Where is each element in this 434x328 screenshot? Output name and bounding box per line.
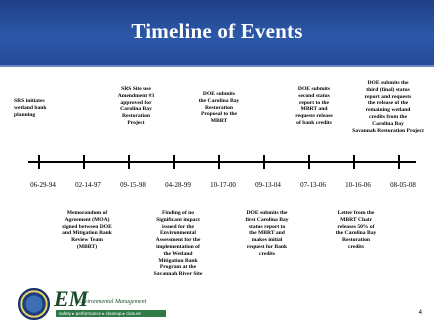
event-below-1997: Memorandum of Agreement (MOA) signed bet…	[62, 210, 112, 250]
timeline-tick	[353, 155, 355, 169]
doe-seal-icon	[18, 288, 50, 320]
date-label: 04-28-99	[165, 181, 191, 189]
event-above-2008: DOE submits the third (final) status rep…	[352, 80, 424, 134]
em-tagline: safety ▸ performance ▸ cleanup ▸ closure	[56, 310, 166, 317]
timeline-tick	[173, 155, 175, 169]
date-label: 02-14-97	[75, 181, 101, 189]
timeline-tick	[263, 155, 265, 169]
title-band	[0, 0, 434, 67]
event-below-2004: DOE submits the first Carolina Bay statu…	[245, 210, 289, 257]
date-label: 10-16-06	[345, 181, 371, 189]
date-label: 08-05-08	[390, 181, 416, 189]
event-above-2000: DOE submits the Carolina Bay Restoration…	[198, 91, 240, 125]
date-label: 07-13-06	[300, 181, 326, 189]
timeline-tick	[398, 155, 400, 169]
event-above-1994: SRS initiates wetland bank planning	[14, 98, 47, 118]
date-label: 06-29-94	[30, 181, 56, 189]
em-logo: EM Environmental Management safety ▸ per…	[18, 286, 178, 320]
event-above-1998: SRS Site use Amendment #3 approved for C…	[117, 86, 155, 126]
event-above-2006: DOE submits second status report to the …	[295, 86, 333, 126]
event-below-2006b: Letter from the MBRT Chair releases 50% …	[335, 210, 377, 250]
timeline-tick	[83, 155, 85, 169]
timeline-tick	[38, 155, 40, 169]
em-subtitle: Environmental Management	[78, 299, 147, 305]
timeline-tick	[308, 155, 310, 169]
date-label: 10-17-00	[210, 181, 236, 189]
timeline-tick	[128, 155, 130, 169]
em-wordmark: EM	[54, 286, 89, 311]
timeline-tick	[218, 155, 220, 169]
event-below-1999: Finding of no Significant impact issued …	[153, 210, 203, 278]
date-label: 09-15-98	[120, 181, 146, 189]
date-label: 09-13-04	[255, 181, 281, 189]
slide-title: Timeline of Events	[131, 19, 303, 43]
timeline-axis	[28, 161, 416, 163]
page-number: 4	[418, 310, 422, 316]
